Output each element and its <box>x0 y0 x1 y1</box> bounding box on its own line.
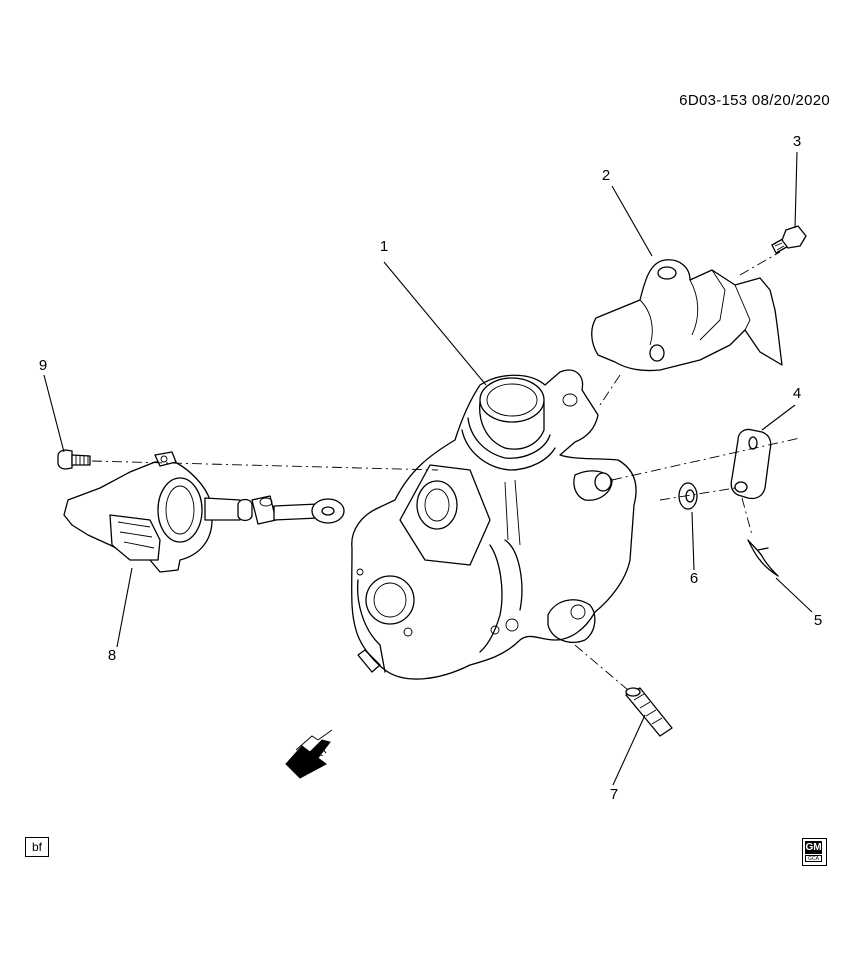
lever-plate-part <box>730 428 772 500</box>
assembly-centerlines <box>91 251 801 691</box>
corner-tag: bf <box>25 837 49 857</box>
stud-part <box>625 687 673 737</box>
bolt-part-3 <box>771 225 807 254</box>
washer-part <box>678 482 698 510</box>
heat-shield-bracket-part <box>591 259 783 372</box>
callout-2: 2 <box>601 167 611 184</box>
document-id: 6D03-153 08/20/2020 <box>679 92 830 109</box>
actuator-part <box>63 451 345 573</box>
callout-3: 3 <box>792 133 802 150</box>
leader-lines <box>43 151 813 786</box>
retaining-clip-part <box>747 539 779 577</box>
gm-logo: GM GCA <box>802 838 827 866</box>
turbocharger-part <box>351 369 637 680</box>
callout-5: 5 <box>813 612 823 629</box>
callout-4: 4 <box>792 385 802 402</box>
callout-8: 8 <box>107 647 117 664</box>
screw-part-9 <box>57 449 91 470</box>
front-direction-arrow: FRT <box>285 729 333 779</box>
callout-7: 7 <box>609 786 619 803</box>
gm-logo-sub: GCA <box>805 855 822 862</box>
gm-logo-brand: GM <box>805 841 822 854</box>
callout-1: 1 <box>379 238 389 255</box>
callout-6: 6 <box>689 570 699 587</box>
callout-9: 9 <box>38 357 48 374</box>
